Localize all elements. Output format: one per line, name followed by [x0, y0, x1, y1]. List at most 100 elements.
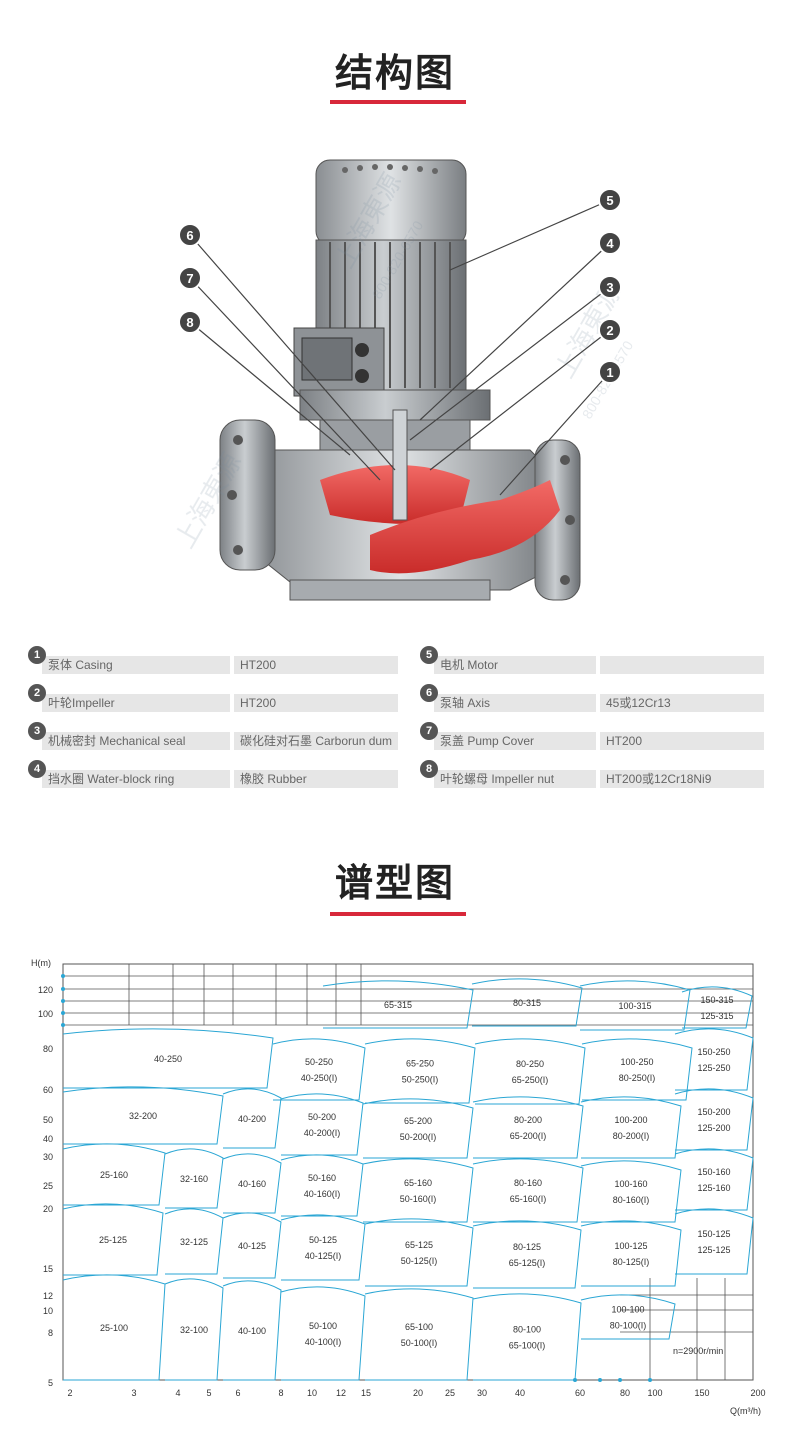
part-name: 泵轴 Axis	[434, 694, 596, 712]
region-label: 100-100	[611, 1305, 644, 1315]
pump-cross-section-illustration: 上海東源 800-820-6570 上海東源 800-820-6570 上海東源…	[170, 159, 636, 601]
region-label: 65-315	[384, 1000, 412, 1010]
region-label: 100-160	[614, 1179, 647, 1189]
x-tick-label: 10	[307, 1388, 317, 1398]
callout-2: 2	[598, 318, 622, 342]
axis-marker	[618, 1378, 622, 1382]
part-material: 碳化硅对石墨 Carborun dum	[234, 732, 398, 750]
region-label: 65-100(I)	[509, 1341, 546, 1351]
pump-curve-region	[580, 1220, 682, 1287]
pump-curve-region	[581, 1038, 693, 1101]
y-tick-label: 50	[43, 1115, 53, 1125]
pump-curve-region	[62, 1143, 166, 1206]
y-tick-label: 20	[43, 1204, 53, 1214]
region-label: 50-250(I)	[402, 1075, 439, 1085]
pump-curve-region	[280, 1093, 364, 1156]
region-label: 65-250(I)	[512, 1075, 549, 1085]
region-label: 125-250	[697, 1063, 730, 1073]
region-label: 65-125(I)	[509, 1258, 546, 1268]
pump-curve-region	[362, 1158, 474, 1223]
part-name: 泵盖 Pump Cover	[434, 732, 596, 750]
region-label: 65-200	[404, 1116, 432, 1126]
callouts: 5 4 3 2 1 6 7 8	[178, 188, 622, 384]
region-label: 80-200	[514, 1115, 542, 1125]
axis-marker	[598, 1378, 602, 1382]
region-label: 25-160	[100, 1170, 128, 1180]
region-label: 125-160	[697, 1183, 730, 1193]
region-label: 40-250	[154, 1054, 182, 1064]
pump-curve-region	[322, 980, 474, 1029]
svg-text:2: 2	[606, 323, 613, 338]
svg-text:8: 8	[186, 315, 193, 330]
pump-curve-region	[222, 1212, 282, 1279]
y-tick-label: 60	[43, 1085, 53, 1095]
region-label: 80-160	[514, 1178, 542, 1188]
region-label: 40-100(I)	[305, 1337, 342, 1347]
y-tick-label: 30	[43, 1152, 53, 1162]
x-tick-label: 4	[175, 1388, 180, 1398]
callout-4: 4	[598, 231, 622, 255]
y-tick-label: 10	[43, 1306, 53, 1316]
region-label: 65-200(I)	[510, 1131, 547, 1141]
x-tick-label: 3	[131, 1388, 136, 1398]
x-tick-label: 8	[278, 1388, 283, 1398]
region-label: 40-100	[238, 1326, 266, 1336]
y-axis-label: H(m)	[31, 958, 51, 968]
region-label: 50-200(I)	[400, 1132, 437, 1142]
axis-marker	[648, 1378, 652, 1382]
pump-curve-region	[62, 1203, 164, 1276]
pump-curve-region	[280, 1214, 366, 1281]
region-label: 80-100(I)	[610, 1321, 647, 1331]
region-label: 25-125	[99, 1235, 127, 1245]
region-label: 50-100	[309, 1321, 337, 1331]
region-label: 80-160(I)	[613, 1195, 650, 1205]
part-name: 挡水圈 Water-block ring	[42, 770, 230, 788]
region-label: 100-315	[618, 1001, 651, 1011]
region-label: 50-200	[308, 1112, 336, 1122]
pump-curve-region	[164, 1148, 224, 1209]
region-label: 50-160	[308, 1173, 336, 1183]
part-name: 叶轮Impeller	[42, 694, 230, 712]
region-label: 50-125(I)	[401, 1256, 438, 1266]
region-label: 150-125	[697, 1229, 730, 1239]
pump-curve-region	[681, 986, 753, 1029]
pump-curve-region	[474, 1038, 586, 1105]
region-label: 40-125(I)	[305, 1251, 342, 1261]
x-tick-label: 25	[445, 1388, 455, 1398]
pump-curve-region	[222, 1153, 282, 1214]
pump-curve-region	[272, 1038, 366, 1101]
region-label: 50-160(I)	[400, 1194, 437, 1204]
region-label: 80-250	[516, 1059, 544, 1069]
y-tick-label: 15	[43, 1264, 53, 1274]
performance-chart-title-underline	[330, 912, 466, 916]
region-label: 100-125	[614, 1241, 647, 1251]
callout-5: 5	[598, 188, 622, 212]
performance-chart-title: 谱型图	[334, 861, 455, 905]
region-label: 80-125	[513, 1242, 541, 1252]
region-label: 50-125	[309, 1235, 337, 1245]
region-label: 32-100	[180, 1325, 208, 1335]
x-tick-label: 20	[413, 1388, 423, 1398]
part-name: 机械密封 Mechanical seal	[42, 732, 230, 750]
part-material: HT200或12Cr18Ni9	[600, 770, 764, 788]
pump-curve-region	[62, 1274, 166, 1381]
x-tick-label: 12	[336, 1388, 346, 1398]
x-tick-label: 2	[67, 1388, 72, 1398]
part-material: HT200	[234, 656, 398, 674]
y-tick-label: 100	[38, 1009, 53, 1019]
region-label: 65-125	[405, 1240, 433, 1250]
callout-3: 3	[598, 275, 622, 299]
fan-vent-holes	[342, 164, 438, 174]
part-number-badge: 3	[28, 722, 46, 740]
region-label: 150-315	[700, 995, 733, 1005]
svg-text:7: 7	[186, 271, 193, 286]
y-tick-label: 80	[43, 1044, 53, 1054]
part-material: HT200	[600, 732, 764, 750]
pump-curve-region	[62, 1086, 224, 1145]
region-label: 80-100	[513, 1325, 541, 1335]
region-label: 50-250	[305, 1057, 333, 1067]
x-tick-label: 6	[235, 1388, 240, 1398]
x-tick-label: 200	[750, 1388, 765, 1398]
region-label: 32-125	[180, 1237, 208, 1247]
